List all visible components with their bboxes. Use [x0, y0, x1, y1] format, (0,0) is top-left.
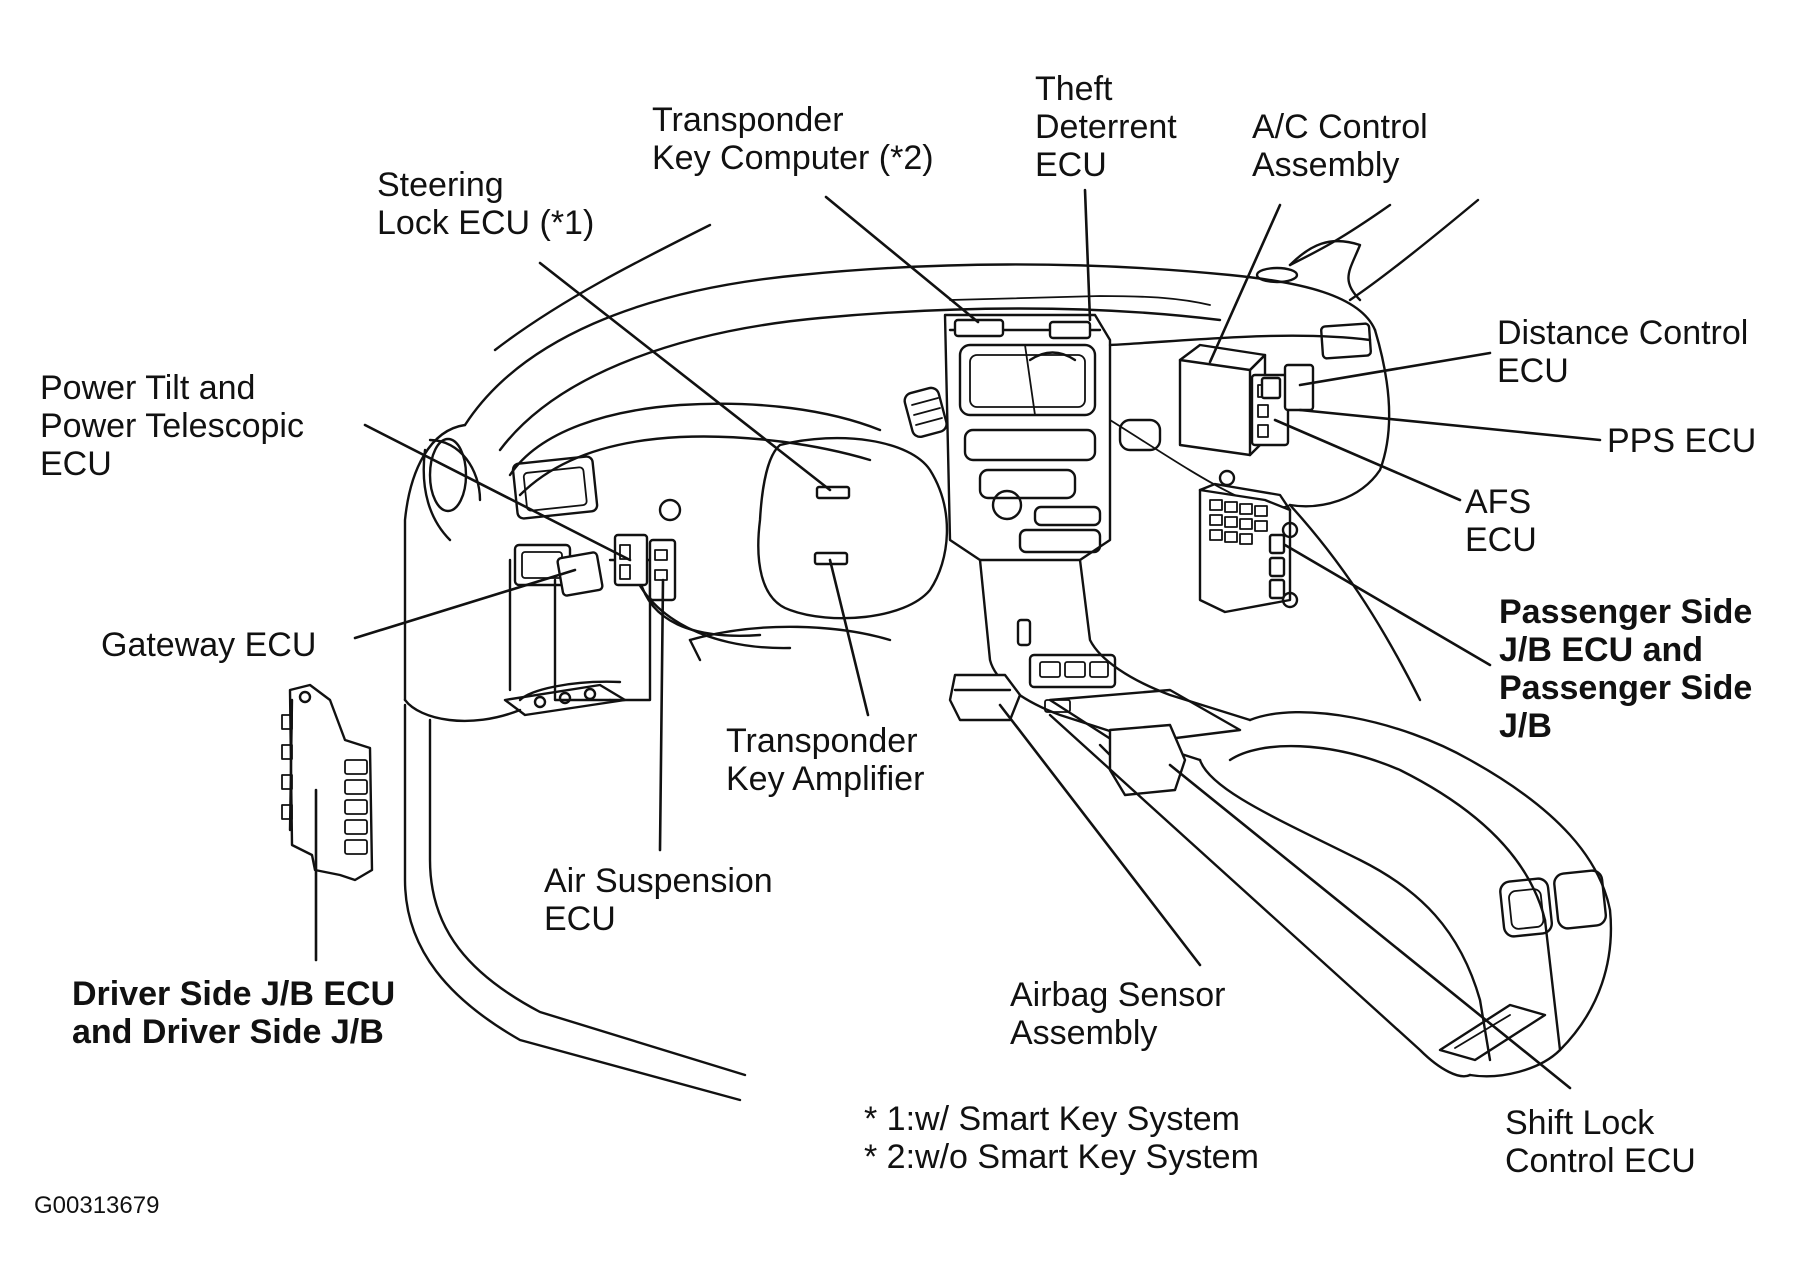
- label-line: Shift Lock: [1505, 1104, 1655, 1142]
- label-power-tilt-telescopic-ecu: Power Tilt and Power Telescopic ECU: [40, 369, 313, 483]
- label-line: ECU: [1497, 352, 1569, 390]
- label-line: J/B: [1499, 707, 1552, 745]
- leader-theft-deterrent-ecu: [1083, 188, 1092, 322]
- label-line: Driver Side J/B ECU: [72, 975, 395, 1013]
- leader-gateway-ecu: [353, 568, 577, 640]
- label-line: Theft: [1035, 70, 1113, 108]
- label-line: Air Suspension: [544, 862, 773, 900]
- label-line: and Driver Side J/B: [72, 1013, 384, 1051]
- footnote-line: * 1:w/ Smart Key System: [864, 1100, 1240, 1138]
- leader-pps-ecu: [1298, 408, 1602, 442]
- label-line: ECU: [1035, 146, 1107, 184]
- leader-airbag-sensor-assembly: [998, 703, 1202, 967]
- leader-lines: [314, 188, 1602, 1090]
- label-transponder-key-amplifier: Transponder Key Amplifier: [726, 722, 927, 798]
- label-air-suspension-ecu: Air Suspension ECU: [544, 862, 782, 938]
- label-line: Deterrent: [1035, 108, 1177, 146]
- footnote-smart-key: * 1:w/ Smart Key System * 2:w/o Smart Ke…: [864, 1100, 1259, 1176]
- footnote-line: * 2:w/o Smart Key System: [864, 1138, 1259, 1176]
- label-steering-lock-ecu: Steering Lock ECU (*1): [377, 166, 594, 242]
- label-pps-ecu: PPS ECU: [1607, 422, 1756, 460]
- label-line: Transponder: [726, 722, 918, 760]
- label-line: Key Computer (*2): [652, 139, 934, 177]
- component-labels: Steering Lock ECU (*1) Transponder Key C…: [40, 70, 1762, 1180]
- label-line: Assembly: [1252, 146, 1399, 184]
- label-ac-control-assembly: A/C Control Assembly: [1252, 108, 1437, 184]
- label-line: Gateway ECU: [101, 626, 316, 664]
- label-line: Distance Control: [1497, 314, 1748, 352]
- label-afs-ecu: AFS ECU: [1465, 483, 1541, 559]
- label-shift-lock-control-ecu: Shift Lock Control ECU: [1505, 1104, 1696, 1180]
- label-passenger-side-jb: Passenger Side J/B ECU and Passenger Sid…: [1499, 593, 1762, 745]
- leader-afs-ecu: [1273, 418, 1462, 502]
- figure-id: G00313679: [34, 1192, 159, 1219]
- label-line: J/B ECU and: [1499, 631, 1703, 669]
- label-line: ECU: [1465, 521, 1537, 559]
- label-airbag-sensor-assembly: Airbag Sensor Assembly: [1010, 976, 1235, 1052]
- leader-power-tilt-telescopic: [363, 423, 632, 562]
- leader-distance-control-ecu: [1298, 351, 1492, 387]
- label-line: AFS: [1465, 483, 1531, 521]
- leader-air-suspension-ecu: [658, 578, 665, 852]
- label-line: Airbag Sensor: [1010, 976, 1225, 1014]
- label-theft-deterrent-ecu: Theft Deterrent ECU: [1035, 70, 1186, 184]
- label-line: Assembly: [1010, 1014, 1157, 1052]
- leader-transponder-key-computer: [824, 195, 980, 324]
- label-line: A/C Control: [1252, 108, 1428, 146]
- leader-shift-lock-control-ecu: [1168, 763, 1572, 1090]
- label-gateway-ecu: Gateway ECU: [101, 626, 316, 664]
- label-line: ECU: [40, 445, 112, 483]
- label-line: ECU: [544, 900, 616, 938]
- leader-passenger-side-jb: [1283, 543, 1492, 667]
- label-line: Power Tilt and: [40, 369, 255, 407]
- label-line: Control ECU: [1505, 1142, 1696, 1180]
- leader-ac-control-assembly: [1208, 203, 1282, 364]
- label-line: Key Amplifier: [726, 760, 924, 798]
- label-distance-control-ecu: Distance Control ECU: [1497, 314, 1758, 390]
- leader-steering-lock-ecu: [538, 261, 832, 492]
- label-line: Transponder: [652, 101, 844, 139]
- dashboard-line-art: [281, 198, 1613, 1102]
- label-line: Steering: [377, 166, 504, 204]
- label-line: Lock ECU (*1): [377, 204, 594, 242]
- label-line: Passenger Side: [1499, 593, 1752, 631]
- label-line: PPS ECU: [1607, 422, 1756, 460]
- label-line: Passenger Side: [1499, 669, 1752, 707]
- leader-transponder-key-amplifier: [828, 558, 870, 717]
- label-line: Power Telescopic: [40, 407, 304, 445]
- label-transponder-key-computer: Transponder Key Computer (*2): [652, 101, 934, 177]
- footnotes: * 1:w/ Smart Key System * 2:w/o Smart Ke…: [34, 1100, 1259, 1219]
- label-driver-side-jb: Driver Side J/B ECU and Driver Side J/B: [72, 975, 405, 1051]
